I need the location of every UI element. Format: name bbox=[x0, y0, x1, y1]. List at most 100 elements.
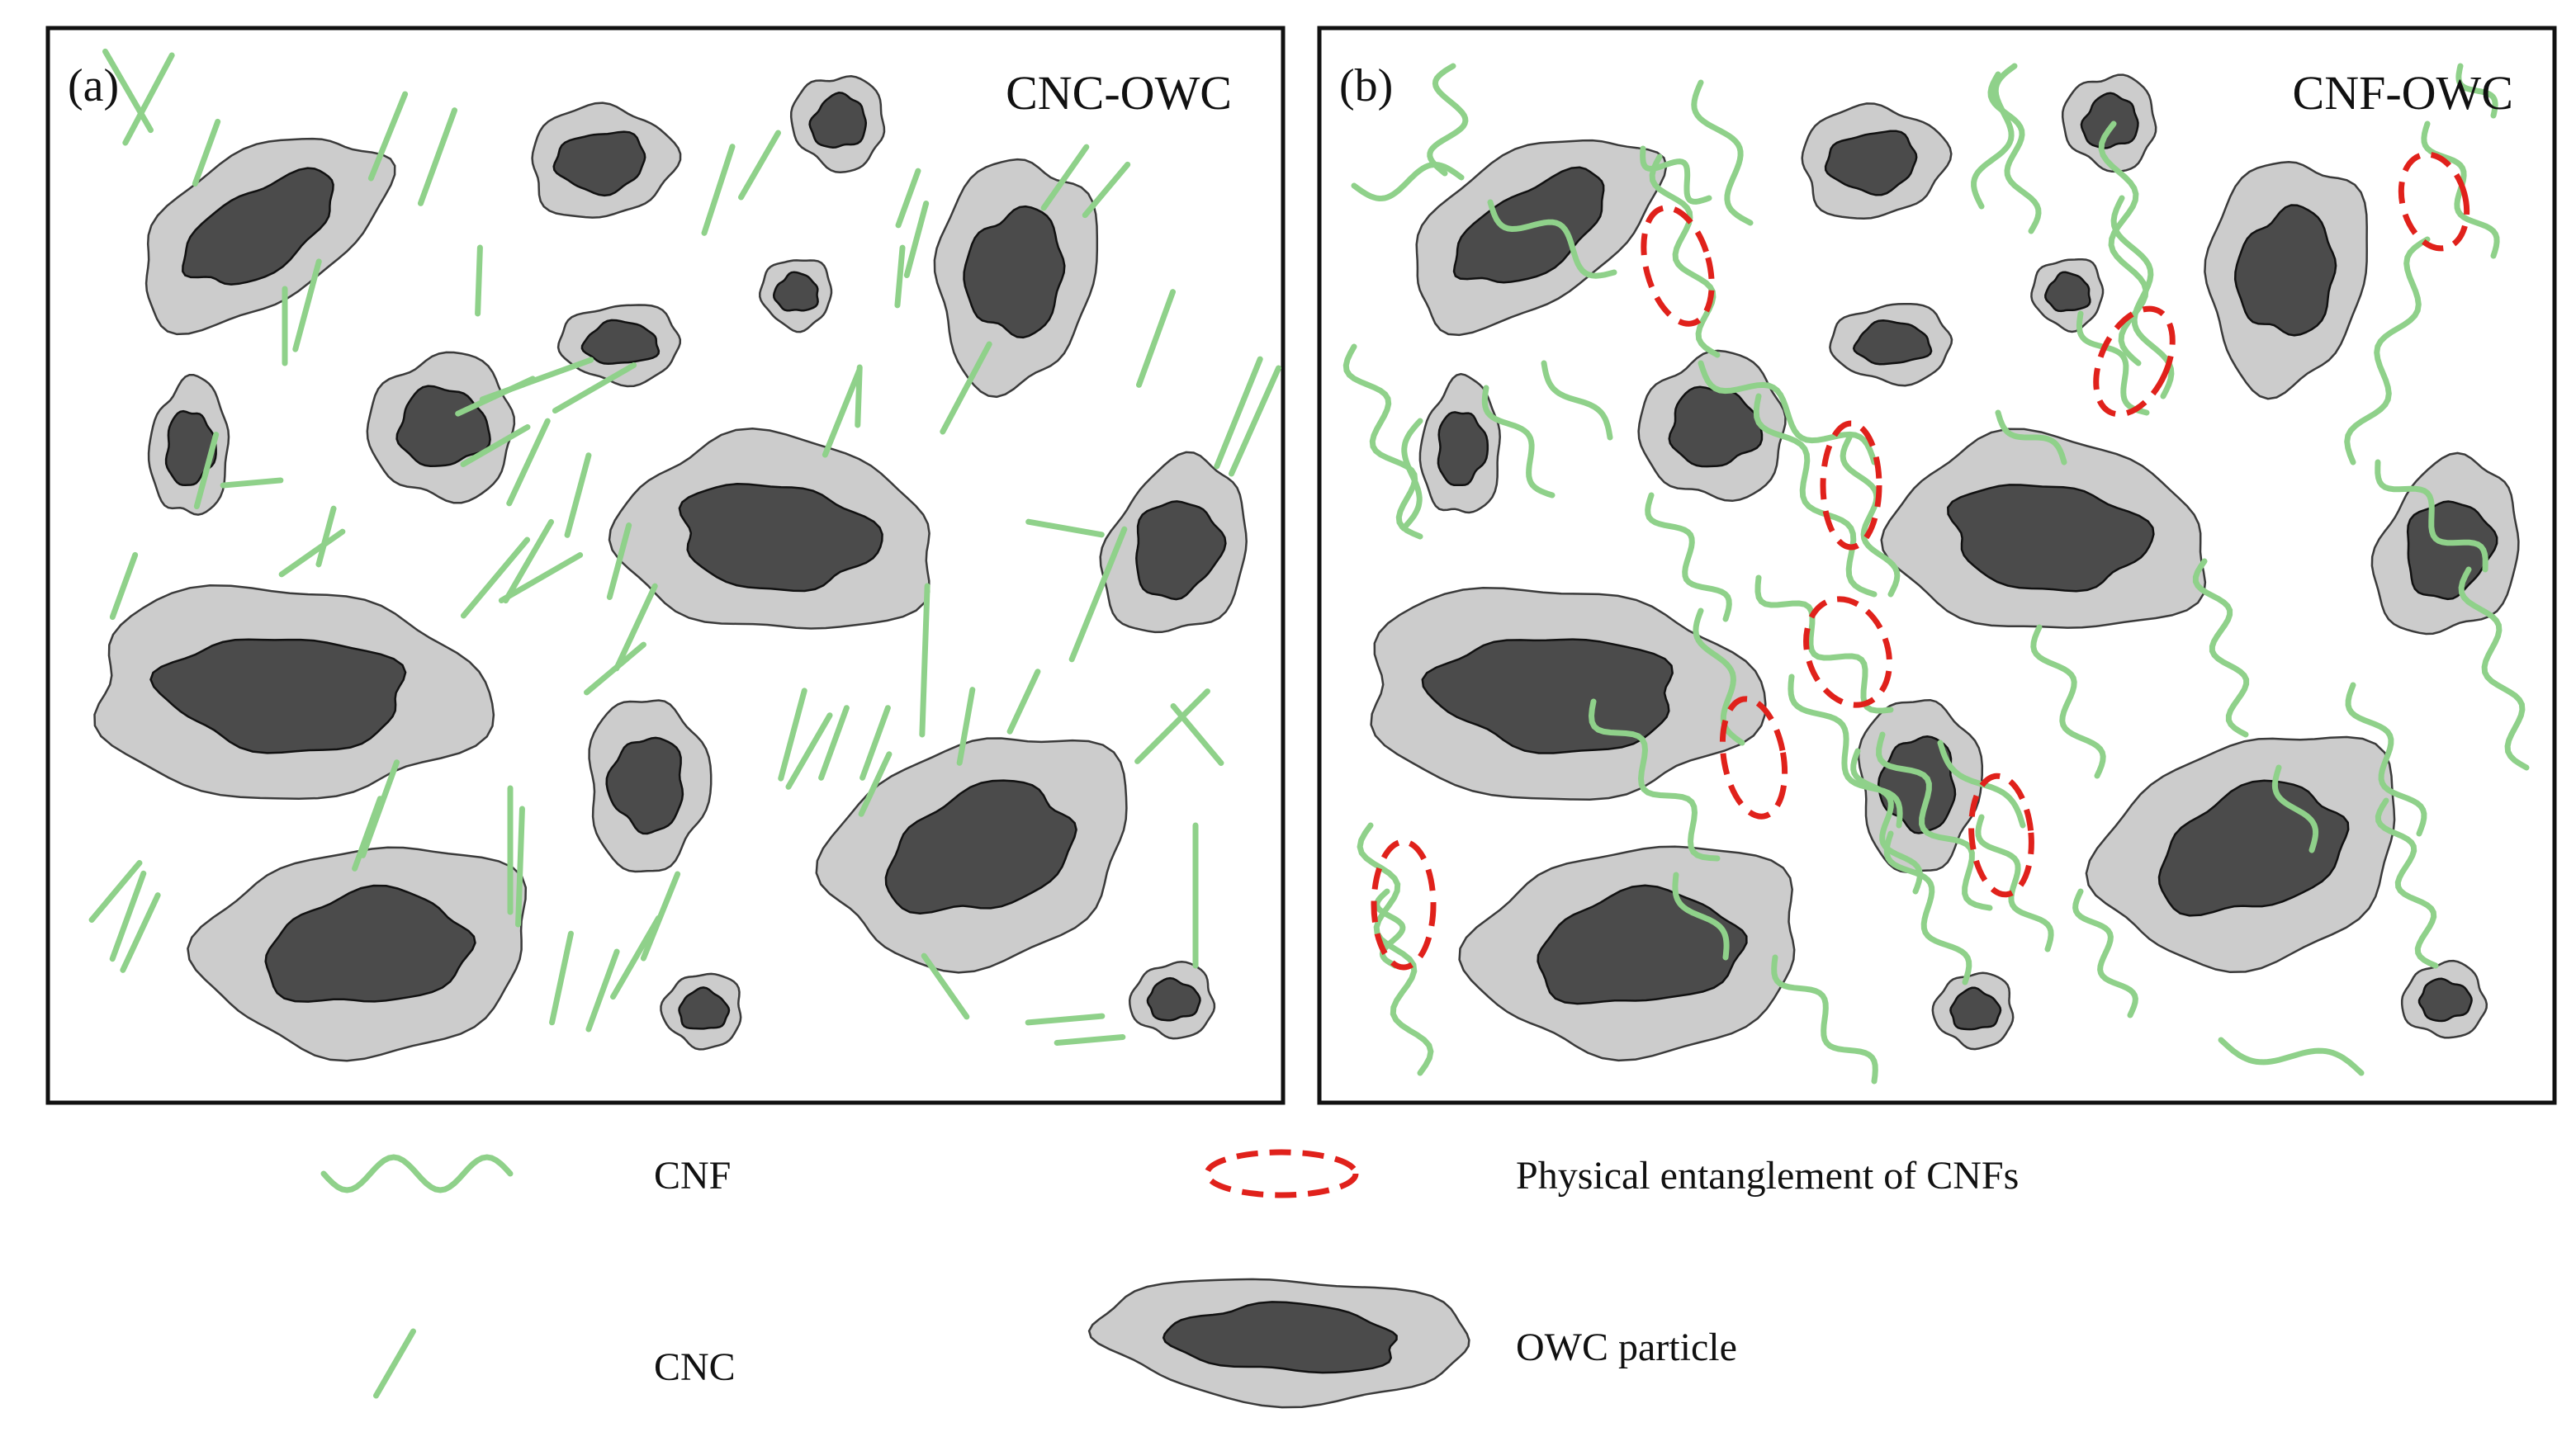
cnc-rod bbox=[613, 583, 658, 672]
cnc-rod bbox=[367, 91, 409, 182]
cnf-fiber bbox=[1850, 748, 1923, 895]
cnc-rod bbox=[1170, 703, 1224, 766]
entanglement-ellipse bbox=[1719, 696, 1788, 820]
cnf-fiber bbox=[1487, 199, 1617, 279]
particle-core bbox=[963, 205, 1066, 339]
cnf-fiber bbox=[1840, 434, 1901, 598]
owc-particle-a bbox=[366, 351, 516, 504]
cnf-fiber bbox=[1788, 673, 1903, 829]
particle-core bbox=[164, 409, 217, 486]
cnc-rod bbox=[503, 518, 554, 604]
cnc-rod bbox=[585, 948, 620, 1033]
cnf-fiber bbox=[1481, 385, 1556, 499]
cnf-fiber bbox=[1698, 360, 1878, 466]
owc-particle-a bbox=[1128, 960, 1216, 1040]
owc-particle-a bbox=[144, 137, 396, 336]
cnf-fiber bbox=[1342, 343, 1423, 540]
owc-particle-a bbox=[93, 584, 495, 800]
particle-core bbox=[264, 884, 476, 1003]
cnc-rod bbox=[417, 107, 458, 206]
cnf-fiber bbox=[2030, 624, 2106, 779]
cnc-rod bbox=[1040, 144, 1090, 211]
cnc-rod bbox=[315, 505, 337, 568]
owc-particle-b bbox=[2204, 160, 2368, 400]
owc-particle-a bbox=[660, 972, 742, 1051]
particle-core bbox=[1162, 1301, 1398, 1374]
cnc-rod bbox=[1006, 669, 1041, 735]
owc-particle-a bbox=[815, 737, 1128, 974]
owc-particle-b bbox=[2061, 73, 2157, 173]
entanglement-ellipse bbox=[2093, 305, 2176, 418]
cnc-rod bbox=[785, 712, 833, 790]
cnf-fiber bbox=[2455, 63, 2498, 119]
cnf-fiber bbox=[1588, 698, 1721, 862]
panel-b-title: CNF-OWC bbox=[2293, 66, 2513, 120]
particle-core bbox=[1668, 385, 1764, 468]
cnf-fiber bbox=[1400, 418, 1423, 532]
owc-particle-a bbox=[759, 259, 833, 333]
cnc-rod bbox=[564, 452, 592, 538]
particle-core bbox=[1437, 411, 1489, 487]
particle-core bbox=[605, 736, 684, 835]
cnf-fiber bbox=[1691, 79, 1754, 226]
cnf-fiber bbox=[1771, 954, 1878, 1085]
cnf-fiber bbox=[2375, 797, 2439, 969]
cnc-rod bbox=[1135, 289, 1177, 388]
cnc-rod bbox=[956, 687, 976, 766]
particle-core bbox=[2080, 92, 2139, 149]
owc-particle-b bbox=[2400, 959, 2488, 1039]
particle-core bbox=[2233, 204, 2337, 337]
cnf-fiber bbox=[1883, 830, 1972, 985]
cnf-fiber bbox=[1640, 145, 1712, 205]
owc-particle-b bbox=[2030, 258, 2105, 333]
cnc-rod bbox=[120, 892, 161, 973]
owc-particle-b bbox=[1829, 302, 1953, 387]
cnf-fiber bbox=[2345, 682, 2427, 837]
cnf-fiber bbox=[1541, 360, 1613, 441]
cnc-rod bbox=[919, 583, 930, 738]
cnc-rod bbox=[1134, 688, 1210, 764]
cnc-rod bbox=[894, 244, 906, 309]
owc-particle-a bbox=[531, 102, 682, 219]
legend-graphics bbox=[320, 1149, 1470, 1409]
cnc-rod bbox=[1025, 1013, 1106, 1026]
particle-core bbox=[1146, 976, 1201, 1022]
cnc-rod bbox=[903, 201, 930, 278]
particle-core bbox=[1421, 638, 1674, 754]
cnf-fiber bbox=[1975, 814, 2054, 952]
cnc-rod bbox=[88, 860, 143, 923]
cnc-rod bbox=[460, 536, 531, 619]
owc-particle-b bbox=[1370, 586, 1767, 801]
particle-core bbox=[772, 271, 819, 312]
particle-core bbox=[552, 130, 646, 197]
cnc-rod bbox=[278, 528, 346, 578]
cnf-fiber bbox=[1971, 63, 2018, 210]
cnc-rod bbox=[498, 552, 584, 603]
cnf-fiber bbox=[2072, 888, 2138, 1018]
owc-particle-a bbox=[147, 373, 230, 516]
particle-core bbox=[808, 92, 868, 149]
legend-cnc-symbol bbox=[373, 1328, 416, 1399]
cnf-fiber bbox=[2218, 1037, 2365, 1076]
particle-core bbox=[1947, 484, 2155, 593]
cnc-rod bbox=[102, 48, 154, 134]
cnc-rod bbox=[359, 759, 400, 858]
particle-core bbox=[678, 986, 731, 1030]
owc-particle-b bbox=[1880, 428, 2207, 629]
cnc-rod bbox=[606, 522, 632, 600]
cnf-fiber bbox=[1351, 161, 1465, 202]
cnc-rod bbox=[475, 244, 483, 317]
cnc-rod bbox=[921, 952, 970, 1020]
cnf-fiber bbox=[1995, 409, 2067, 466]
cnf-fiber bbox=[1645, 492, 1732, 622]
legend-particle-symbol bbox=[1087, 1278, 1470, 1409]
cnc-rod bbox=[1229, 365, 1281, 477]
cnc-rod bbox=[1025, 518, 1105, 538]
particle-core bbox=[580, 319, 661, 366]
cnc-rod bbox=[506, 418, 551, 507]
cnc-rod bbox=[292, 258, 322, 352]
cnc-rod bbox=[109, 551, 139, 621]
panel-a-title: CNC-OWC bbox=[1006, 66, 1232, 120]
entanglement-ellipse bbox=[1968, 773, 2034, 898]
